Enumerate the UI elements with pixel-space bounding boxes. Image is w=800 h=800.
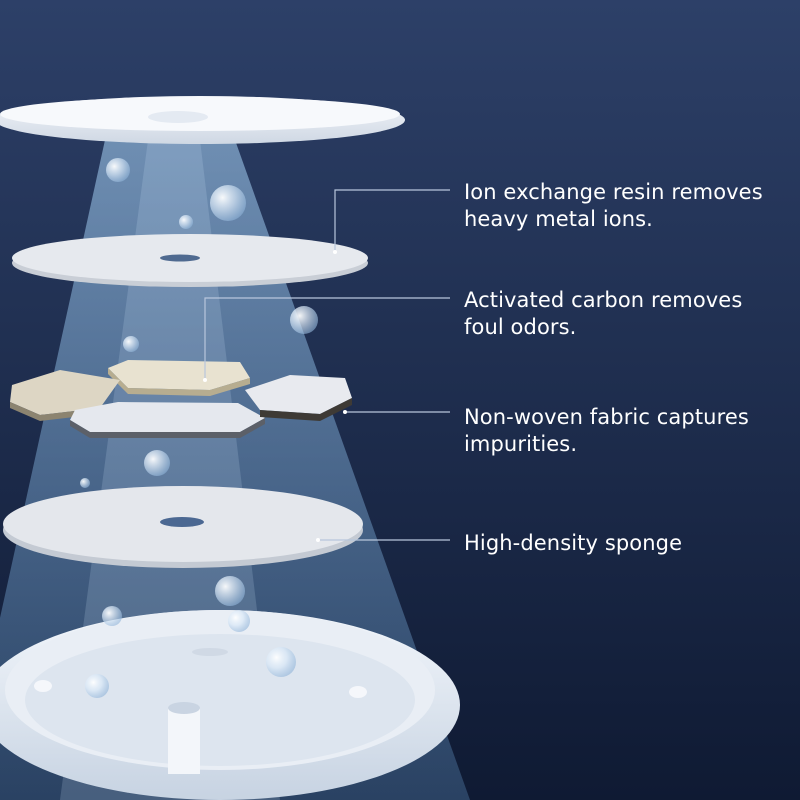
- carbon-segment-right: [245, 375, 352, 414]
- water-droplet: [228, 610, 250, 632]
- water-droplet: [80, 478, 90, 488]
- leader-line-carbon: [204, 297, 450, 380]
- callout-line: foul odors.: [464, 315, 577, 339]
- tray-peg: [192, 648, 228, 656]
- top-lid-hub: [148, 111, 208, 123]
- callout-line: impurities.: [464, 432, 578, 456]
- water-droplet: [144, 450, 170, 476]
- carbon-segment-right-edge: [260, 398, 352, 421]
- carbon-segment-top-edge: [108, 368, 250, 396]
- water-droplet: [123, 336, 139, 352]
- callout-activated-carbon: Activated carbon removes foul odors.: [464, 287, 784, 341]
- leader-lines: [203, 189, 450, 542]
- callout-line: Ion exchange resin removes: [464, 180, 763, 204]
- water-droplet: [102, 606, 122, 626]
- water-droplet: [85, 674, 109, 698]
- leader-dot: [203, 378, 207, 382]
- carbon-segment-left: [10, 370, 120, 415]
- sponge-disc-hole: [160, 517, 204, 527]
- callout-line: Activated carbon removes: [464, 288, 743, 312]
- resin-disc-hole: [160, 254, 200, 262]
- water-droplet: [179, 215, 193, 229]
- leader-dot: [343, 410, 347, 414]
- carbon-segment-top: [108, 360, 250, 390]
- base-tray-spout: [168, 708, 200, 774]
- base-tray-spout-top: [168, 702, 200, 714]
- tray-peg: [349, 686, 367, 698]
- leader-dot: [316, 538, 320, 542]
- callout-line: Non-woven fabric captures: [464, 405, 749, 429]
- water-droplet: [266, 647, 296, 677]
- leader-dot: [333, 250, 337, 254]
- water-droplet: [210, 185, 246, 221]
- water-droplet: [290, 306, 318, 334]
- callout-line: High-density sponge: [464, 531, 683, 555]
- water-droplet: [106, 158, 130, 182]
- leader-line-resin: [334, 189, 450, 252]
- callout-ion-exchange-resin: Ion exchange resin removes heavy metal i…: [464, 179, 784, 233]
- callout-non-woven-fabric: Non-woven fabric captures impurities.: [464, 404, 784, 458]
- tray-peg: [34, 680, 52, 692]
- carbon-segment-bottom-edge: [70, 418, 265, 438]
- base-tray-floor: [25, 634, 415, 766]
- water-droplets: [80, 158, 318, 698]
- callout-line: heavy metal ions.: [464, 207, 653, 231]
- carbon-segments: [10, 360, 352, 438]
- water-droplet: [215, 576, 245, 606]
- carbon-segment-bottom: [70, 402, 265, 432]
- callout-high-density-sponge: High-density sponge: [464, 530, 784, 557]
